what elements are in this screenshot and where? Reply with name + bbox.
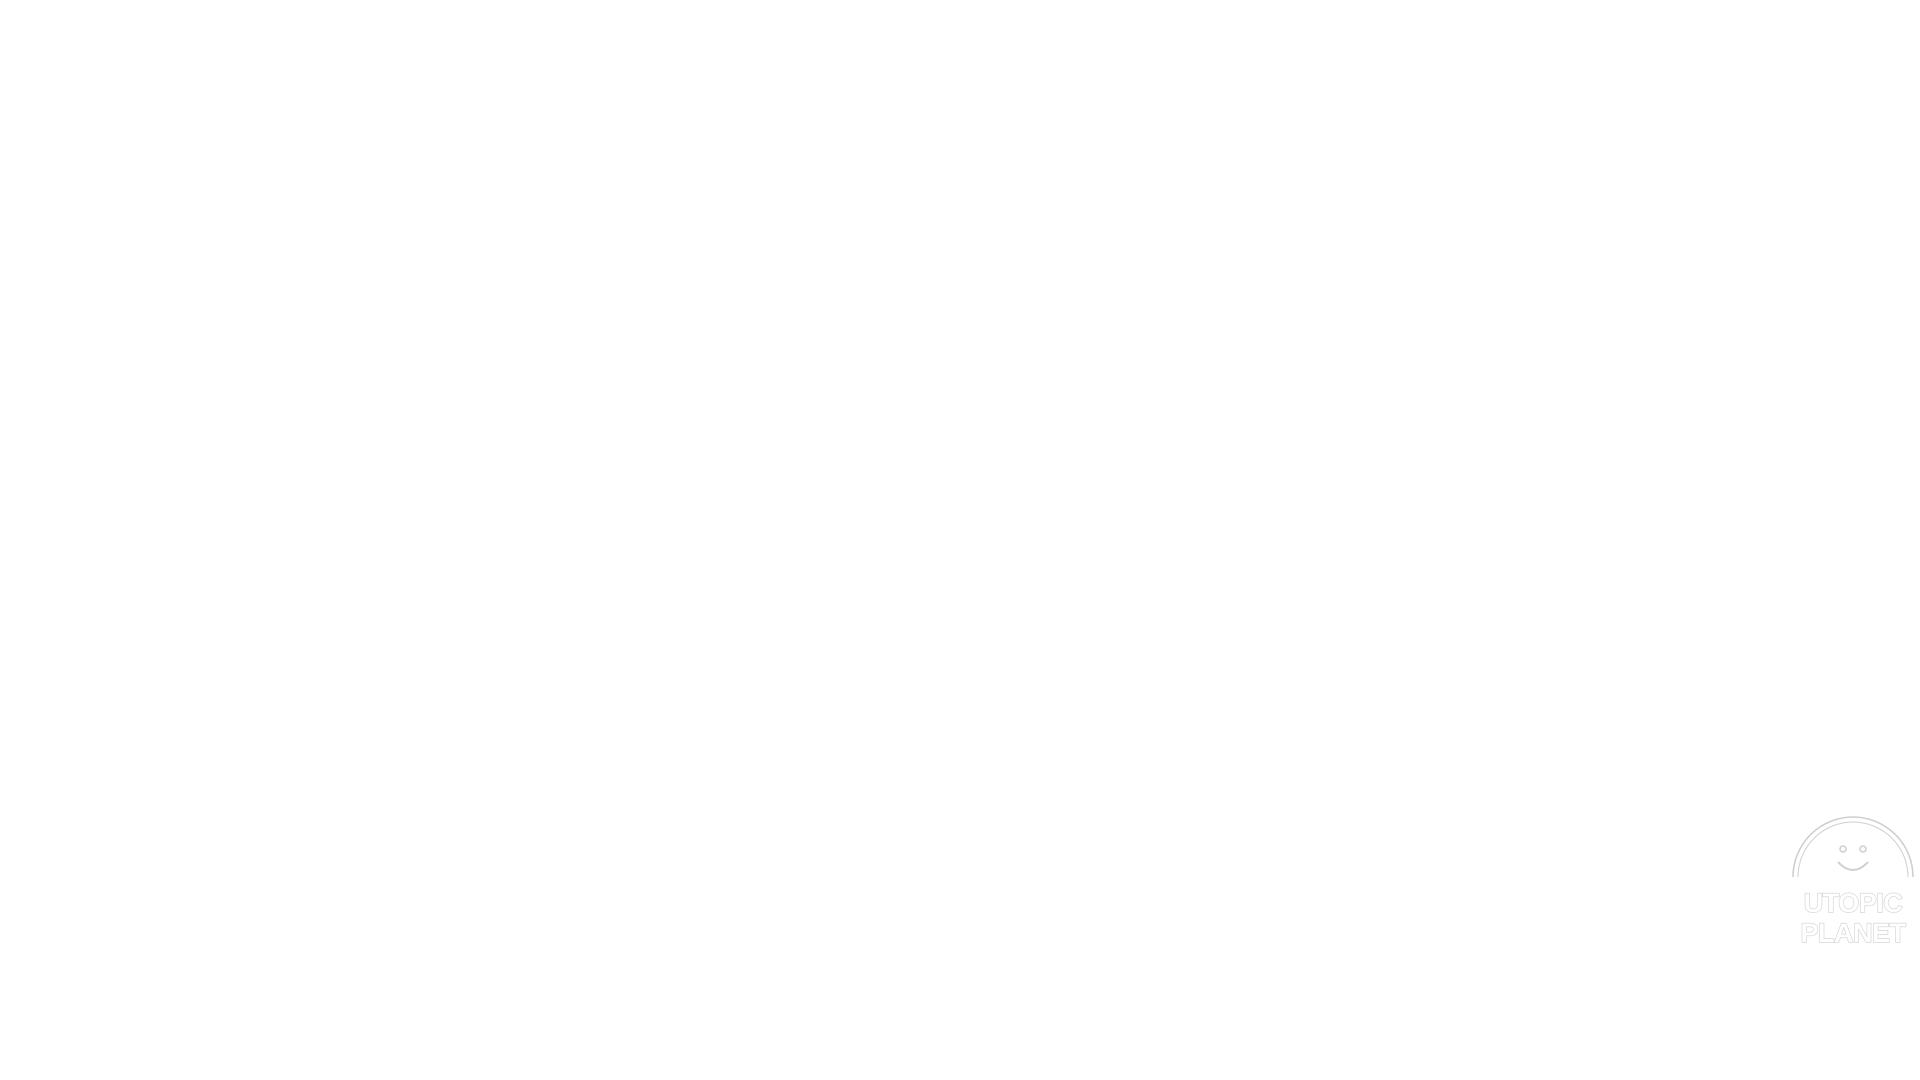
smiley-arch-icon (1792, 816, 1914, 878)
watermark-line2: PLANET (1801, 918, 1907, 946)
watermark-logo: UTOPIC PLANET (1792, 816, 1914, 946)
utopic-planet-watermark: UTOPIC PLANET (1790, 812, 1916, 946)
watermark-line1: UTOPIC (1804, 888, 1903, 918)
